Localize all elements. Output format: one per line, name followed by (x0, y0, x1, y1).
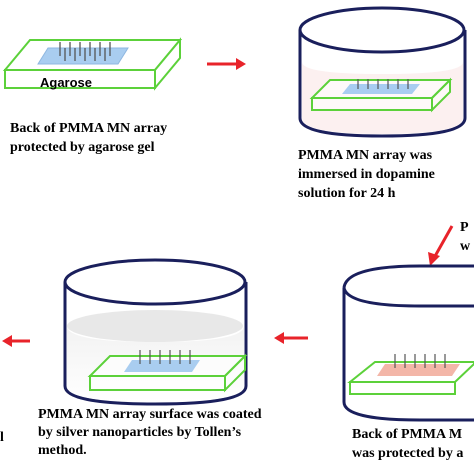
caption-line: l (0, 430, 4, 445)
partial-left-caption: l (0, 428, 4, 447)
arrow-left-icon-2 (2, 335, 30, 347)
caption-line: Back of PMMA M (352, 427, 463, 442)
step4-beaker (342, 264, 474, 422)
caption-line: w (460, 239, 471, 254)
step1-agarose-block (2, 37, 183, 91)
step2-caption: PMMA MN array was immersed in dopamine s… (298, 146, 435, 203)
step3-beaker (63, 258, 248, 406)
caption-line: solution for 24 h (298, 186, 396, 201)
step2-agarose-block (309, 77, 453, 113)
caption-line: by silver nanoparticles by Tollen’s (38, 425, 242, 440)
agarose-label: Agarose (40, 75, 93, 90)
mn-array-blue (37, 47, 129, 65)
microneedles (59, 42, 111, 61)
step2-beaker (298, 6, 467, 138)
caption-line: was protected by a (352, 446, 464, 461)
caption-line: Back of PMMA MN array (10, 121, 168, 136)
step1-caption: Back of PMMA MN array protected by agaro… (10, 119, 167, 157)
caption-line: P (460, 220, 469, 235)
caption-line: protected by agarose gel (10, 140, 155, 155)
step4-caption: Back of PMMA M was protected by a (352, 425, 463, 463)
partial-right-caption: P w (460, 218, 470, 256)
caption-line: PMMA MN array was (298, 148, 433, 163)
step3-caption: PMMA MN array surface was coated by silv… (38, 406, 262, 460)
arrow-right-icon (207, 58, 246, 70)
caption-line: immersed in dopamine (298, 167, 435, 182)
caption-line: method. (38, 443, 87, 458)
arrow-down-left-icon (428, 225, 454, 266)
caption-line: PMMA MN array surface was coated (38, 407, 262, 422)
step4-agarose-block (347, 354, 474, 395)
step3-agarose-block (87, 350, 248, 393)
arrow-left-icon (274, 332, 308, 344)
